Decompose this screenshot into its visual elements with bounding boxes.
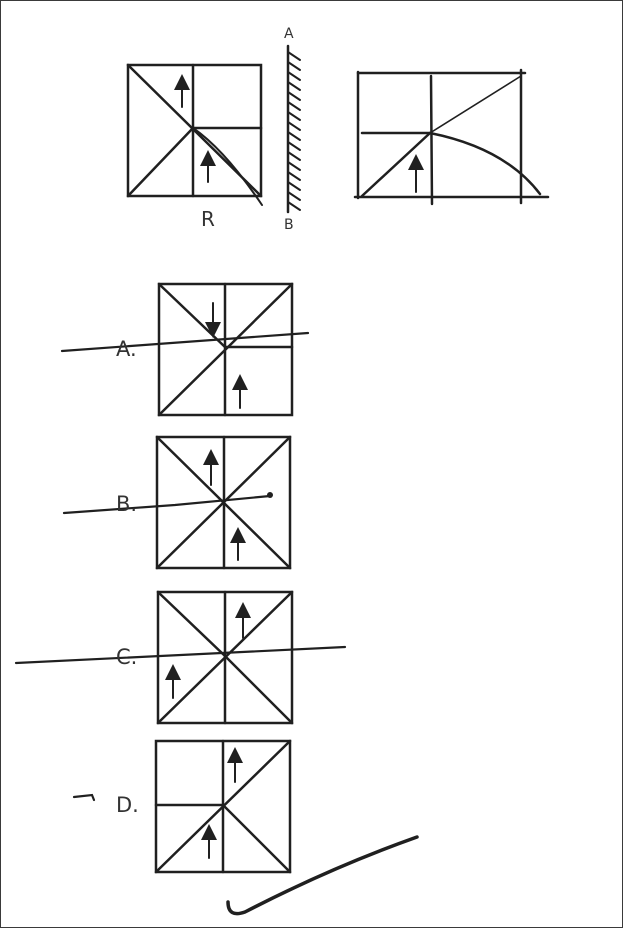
option-c-figure[interactable]	[156, 590, 294, 725]
option-a-figure[interactable]	[157, 282, 294, 417]
strike-b	[62, 494, 272, 515]
option-d-figure[interactable]	[154, 739, 292, 874]
mirror-top-label: A	[284, 26, 294, 42]
strike-c	[14, 645, 347, 665]
option-d-label: D.	[116, 793, 139, 817]
option-b-figure[interactable]	[155, 435, 292, 570]
option-b-label: B.	[116, 492, 138, 516]
figure-mark-label: R	[201, 207, 215, 231]
mirror-bottom-label: B	[284, 217, 294, 233]
mirror-sketch	[353, 68, 550, 206]
strike-a	[60, 331, 310, 353]
checkmark-icon	[226, 835, 419, 916]
option-c-label: C.	[116, 645, 138, 669]
tick-mark-small	[72, 793, 96, 802]
question-figure	[126, 63, 263, 206]
option-a-label: A.	[116, 337, 137, 361]
mirror-line	[286, 44, 301, 214]
